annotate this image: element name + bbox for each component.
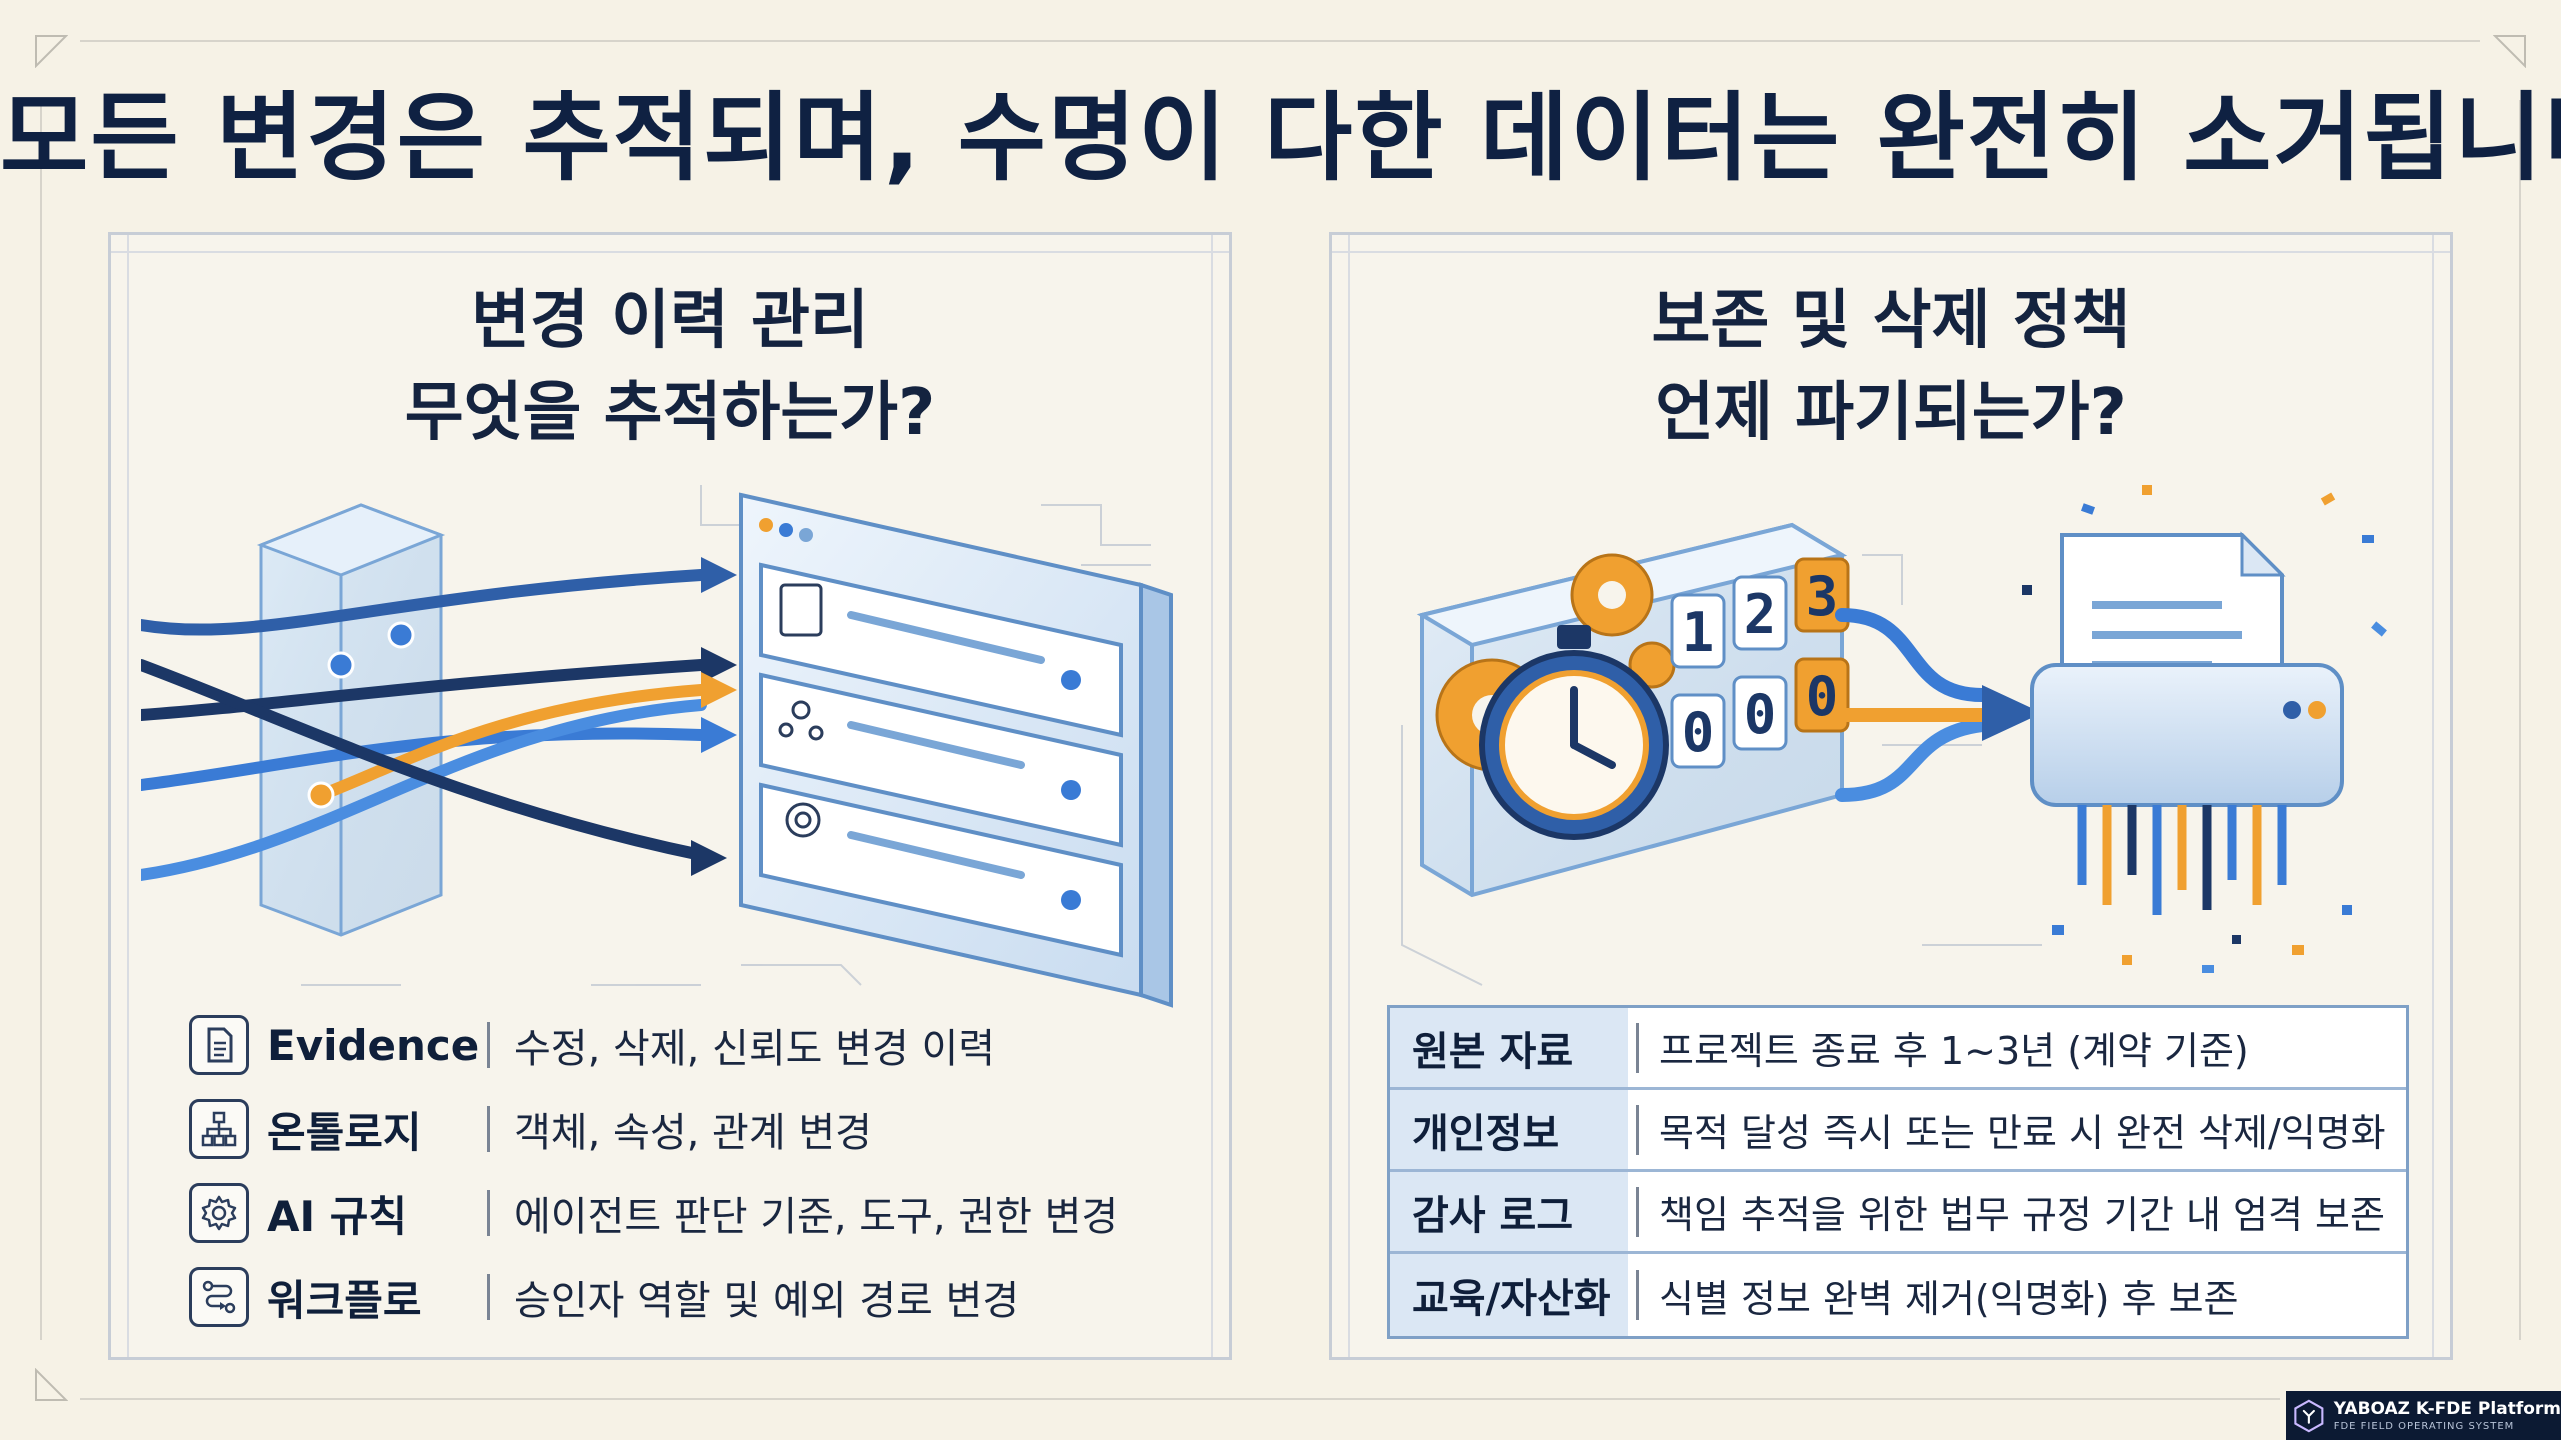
brand-name: YABOAZ K-FDE Platform bbox=[2333, 1399, 2561, 1419]
record-screen bbox=[739, 492, 1173, 1008]
policy-value: 목적 달성 즉시 또는 만료 시 완전 삭제/익명화 bbox=[1659, 1111, 2386, 1155]
policy-value: 프로젝트 종료 후 1~3년 (계약 기준) bbox=[1659, 1029, 2249, 1073]
panel-left-inner-left-rule bbox=[127, 235, 129, 1357]
retention-policy-panel: 보존 및 삭제 정책 언제 파기되는가? bbox=[1329, 232, 2453, 1360]
hierarchy-icon bbox=[189, 1099, 249, 1159]
counter-digit: 2 bbox=[1744, 583, 1777, 646]
policy-label: 원본 자료 bbox=[1390, 1008, 1628, 1087]
counter-digit: 0 bbox=[1744, 683, 1777, 746]
frame-right-line bbox=[2519, 100, 2521, 1340]
panel-left-top-rule bbox=[111, 251, 1229, 253]
divider bbox=[487, 1106, 490, 1152]
retention-counter: 1 2 3 0 0 0 bbox=[1670, 557, 1850, 769]
divider bbox=[1636, 1022, 1639, 1073]
frame-left-line bbox=[40, 100, 42, 1340]
corner-top-right bbox=[2493, 34, 2527, 68]
document-icon bbox=[189, 1015, 249, 1075]
counter-digit: 0 bbox=[1806, 665, 1839, 728]
policy-label: 교육/자산화 bbox=[1390, 1254, 1628, 1336]
page-title: 모든 변경은 추적되며, 수명이 다한 데이터는 완전히 소거됩니다 bbox=[0, 82, 2561, 194]
workflow-icon bbox=[189, 1267, 249, 1327]
list-item: 워크플로 승인자 역할 및 예외 경로 변경 bbox=[189, 1255, 1189, 1339]
divider bbox=[487, 1022, 490, 1068]
item-description: 승인자 역할 및 예외 경로 변경 bbox=[514, 1278, 1020, 1324]
divider bbox=[487, 1274, 490, 1320]
policy-value: 책임 추적을 위한 법무 규정 기간 내 엄격 보존 bbox=[1659, 1193, 2385, 1237]
divider bbox=[1636, 1270, 1639, 1320]
change-history-heading: 변경 이력 관리 무엇을 추적하는가? bbox=[111, 275, 1229, 459]
heading-line-1: 보존 및 삭제 정책 bbox=[1651, 284, 2131, 358]
retention-policy-heading: 보존 및 삭제 정책 언제 파기되는가? bbox=[1332, 275, 2450, 459]
table-row: 감사 로그 책임 추적을 위한 법무 규정 기간 내 엄격 보존 bbox=[1390, 1172, 2406, 1254]
panel-left-inner-right-rule bbox=[1211, 235, 1213, 1357]
item-name: Evidence bbox=[267, 1020, 480, 1070]
tracked-items-list: Evidence 수정, 삭제, 신뢰도 변경 이력 온톨로지 객체, 속성, … bbox=[189, 1003, 1189, 1339]
retention-illustration: 1 2 3 0 0 0 bbox=[1401, 485, 2387, 986]
brand-logo-icon bbox=[2294, 1399, 2324, 1432]
divider bbox=[1636, 1186, 1639, 1237]
gear-icon bbox=[189, 1183, 249, 1243]
change-history-panel: 변경 이력 관리 무엇을 추적하는가? bbox=[108, 232, 1232, 1360]
item-name: 온톨로지 bbox=[267, 1107, 422, 1157]
policy-value: 식별 정보 완벽 제거(익명화) 후 보존 bbox=[1659, 1276, 2239, 1321]
panel-right-inner-left-rule bbox=[1348, 235, 1350, 1357]
change-tracking-illustration bbox=[141, 485, 1173, 1008]
panel-right-top-rule bbox=[1332, 251, 2450, 253]
frame-top-line bbox=[80, 40, 2480, 42]
counter-digit: 0 bbox=[1682, 701, 1715, 764]
brand-badge: YABOAZ K-FDE Platform FDE FIELD OPERATIN… bbox=[2286, 1391, 2561, 1440]
list-item: Evidence 수정, 삭제, 신뢰도 변경 이력 bbox=[189, 1003, 1189, 1087]
panel-right-inner-right-rule bbox=[2432, 235, 2434, 1357]
counter-digit: 3 bbox=[1806, 565, 1839, 628]
divider bbox=[487, 1190, 490, 1236]
item-name: 워크플로 bbox=[267, 1275, 422, 1325]
heading-line-2: 언제 파기되는가? bbox=[1655, 376, 2127, 450]
list-item: AI 규칙 에이전트 판단 기준, 도구, 권한 변경 bbox=[189, 1171, 1189, 1255]
brand-subtitle: FDE FIELD OPERATING SYSTEM bbox=[2333, 1421, 2515, 1432]
corner-top-left bbox=[34, 34, 68, 68]
stopwatch-icon bbox=[1479, 625, 1669, 840]
table-row: 개인정보 목적 달성 즉시 또는 만료 시 완전 삭제/익명화 bbox=[1390, 1090, 2406, 1172]
item-name: AI 규칙 bbox=[267, 1191, 408, 1241]
item-description: 에이전트 판단 기준, 도구, 권한 변경 bbox=[514, 1194, 1119, 1240]
confetti bbox=[2022, 485, 2387, 973]
heading-line-2: 무엇을 추적하는가? bbox=[404, 376, 936, 450]
frame-bottom-line bbox=[80, 1398, 2280, 1400]
item-description: 수정, 삭제, 신뢰도 변경 이력 bbox=[514, 1026, 996, 1072]
list-item: 온톨로지 객체, 속성, 관계 변경 bbox=[189, 1087, 1189, 1171]
divider bbox=[1636, 1104, 1639, 1155]
table-row: 교육/자산화 식별 정보 완벽 제거(익명화) 후 보존 bbox=[1390, 1254, 2406, 1336]
policy-label: 개인정보 bbox=[1390, 1090, 1628, 1169]
counter-digit: 1 bbox=[1682, 601, 1715, 664]
item-description: 객체, 속성, 관계 변경 bbox=[514, 1110, 872, 1156]
corner-bottom-left bbox=[34, 1368, 68, 1402]
shredder-icon bbox=[2030, 531, 2344, 915]
table-row: 원본 자료 프로젝트 종료 후 1~3년 (계약 기준) bbox=[1390, 1008, 2406, 1090]
retention-policy-table: 원본 자료 프로젝트 종료 후 1~3년 (계약 기준) 개인정보 목적 달성 … bbox=[1387, 1005, 2409, 1339]
heading-line-1: 변경 이력 관리 bbox=[471, 284, 869, 358]
policy-label: 감사 로그 bbox=[1390, 1172, 1628, 1251]
